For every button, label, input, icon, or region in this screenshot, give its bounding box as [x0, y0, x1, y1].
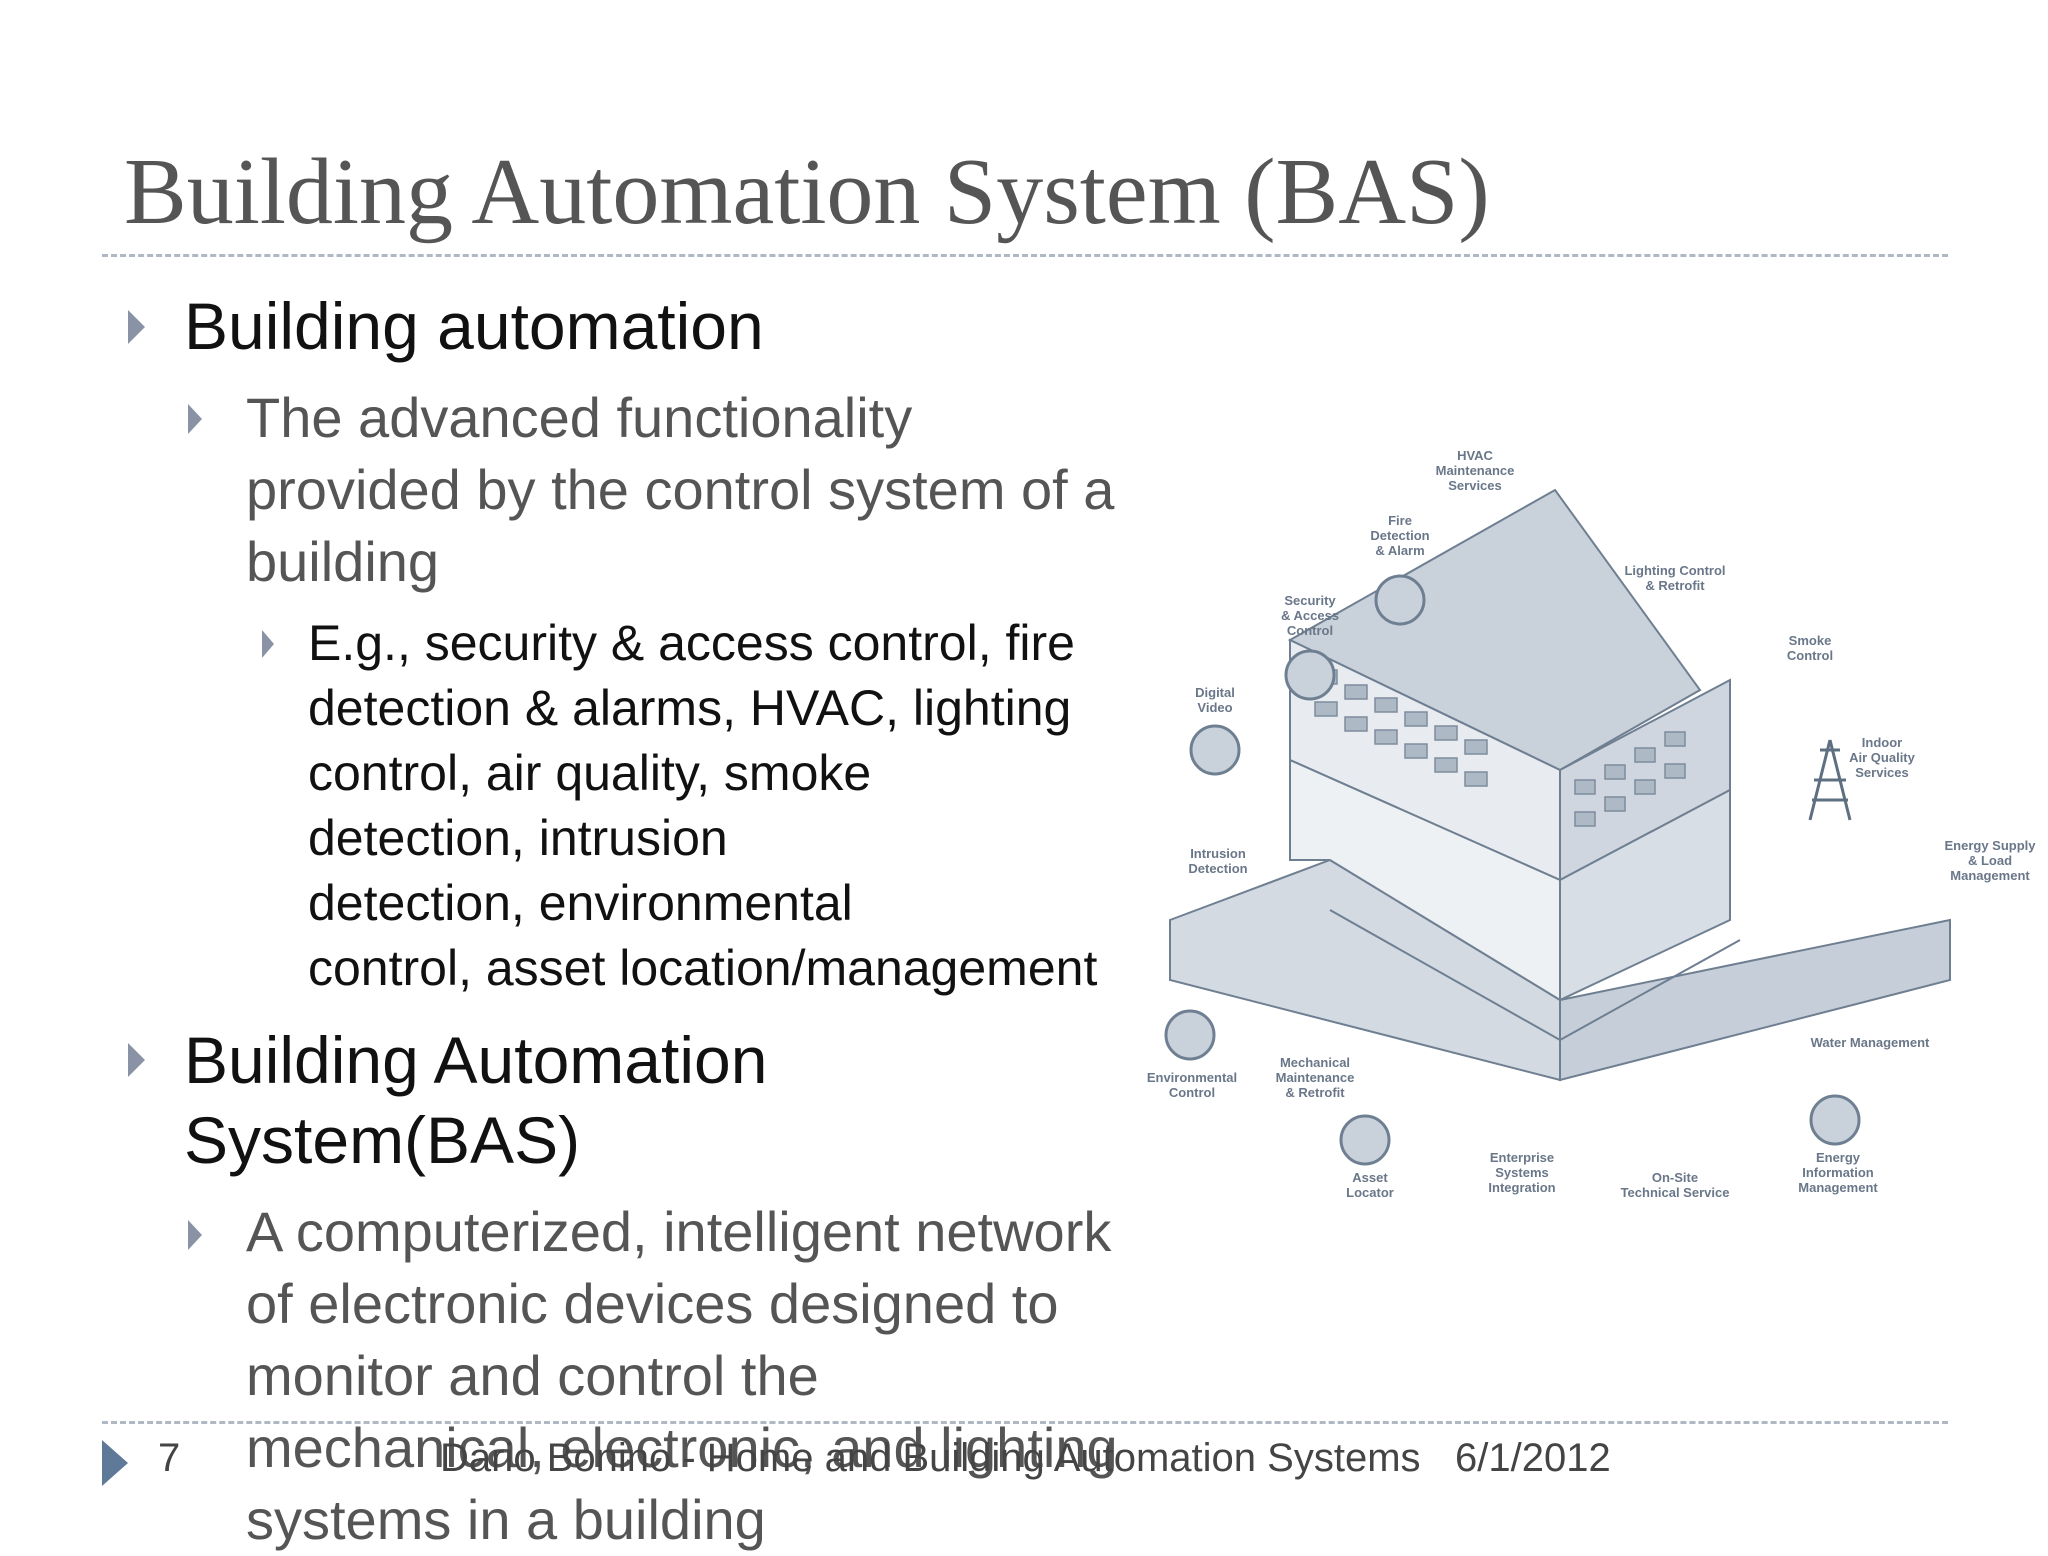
asset-gauge-icon [1339, 1114, 1391, 1166]
footer-marker-icon [102, 1440, 128, 1486]
label-lighting: Lighting Control& Retrofit [1624, 563, 1725, 593]
bullet-bas-definition: A computerized, intelligent network of e… [246, 1200, 1118, 1551]
page-number: 7 [158, 1436, 181, 1480]
bullet-building-automation: Building automation [184, 289, 764, 363]
sub-bullet-marker-icon [188, 1220, 202, 1250]
building-drawing [1169, 488, 1951, 1082]
bullet-marker-icon [128, 1043, 145, 1077]
environmental-fan-icon [1164, 1009, 1216, 1061]
bullet-marker-icon [128, 310, 145, 344]
bullet-advanced-functionality: The advanced functionality provided by t… [246, 386, 1115, 593]
sub-sub-bullet-marker-icon [262, 630, 274, 658]
title-divider [102, 254, 1948, 257]
digital-video-icon [1189, 724, 1241, 776]
footer-date: 6/1/2012 [1455, 1436, 1611, 1480]
footer-author-title: Dario Bonino - Home and Building Automat… [440, 1436, 1421, 1480]
label-water: Water Management [1811, 1035, 1930, 1050]
bullet-bas: Building Automation System(BAS) [184, 1023, 768, 1177]
footer-divider [102, 1421, 1948, 1424]
security-camera-icon [1284, 649, 1336, 701]
bullet-examples: E.g., security & access control, fire de… [308, 615, 1098, 996]
fire-alarm-icon [1374, 574, 1426, 626]
sub-bullet-marker-icon [188, 404, 202, 434]
slide-title: Building Automation System (BAS) [124, 140, 1490, 244]
energy-meter-icon [1809, 1094, 1861, 1146]
